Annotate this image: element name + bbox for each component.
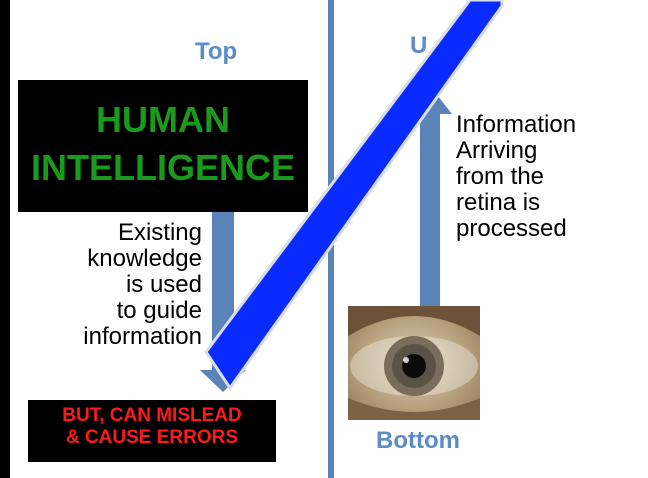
warning-line1: BUT, CAN MISLEAD [62, 405, 242, 426]
warning-box: BUT, CAN MISLEAD & CAUSE ERRORS [28, 400, 276, 462]
bottom-up-description: Information Arriving from the retina is … [456, 112, 646, 242]
diagonal-slash [204, 0, 504, 391]
right-text-line: Arriving [456, 137, 538, 164]
top-label: Top [195, 38, 238, 65]
human-intelligence-box: HUMAN INTELLIGENCE [18, 80, 308, 212]
left-text-line: information [83, 323, 202, 350]
left-panel [10, 0, 328, 478]
bottom-label: Bottom [376, 427, 460, 454]
left-text-line: Existing [117, 219, 202, 246]
up-label: U [410, 32, 428, 59]
human-intelligence-line2: INTELLIGENCE [30, 147, 295, 188]
right-text-line: retina is [456, 189, 541, 216]
right-text-line: Information [456, 111, 577, 138]
left-text-line: knowledge [87, 245, 202, 272]
human-intelligence-line1: HUMAN [96, 99, 230, 140]
warning-line2: & CAUSE ERRORS [65, 427, 239, 448]
eye-image [348, 306, 480, 420]
right-text-line: processed [456, 215, 567, 242]
top-down-description: Existing knowledge is used to guide info… [2, 220, 202, 350]
left-text-line: is used [125, 271, 202, 298]
bottom-up-arrow-shaft [420, 112, 440, 306]
right-text-line: from the [456, 163, 545, 190]
left-text-line: to guide [116, 297, 202, 324]
